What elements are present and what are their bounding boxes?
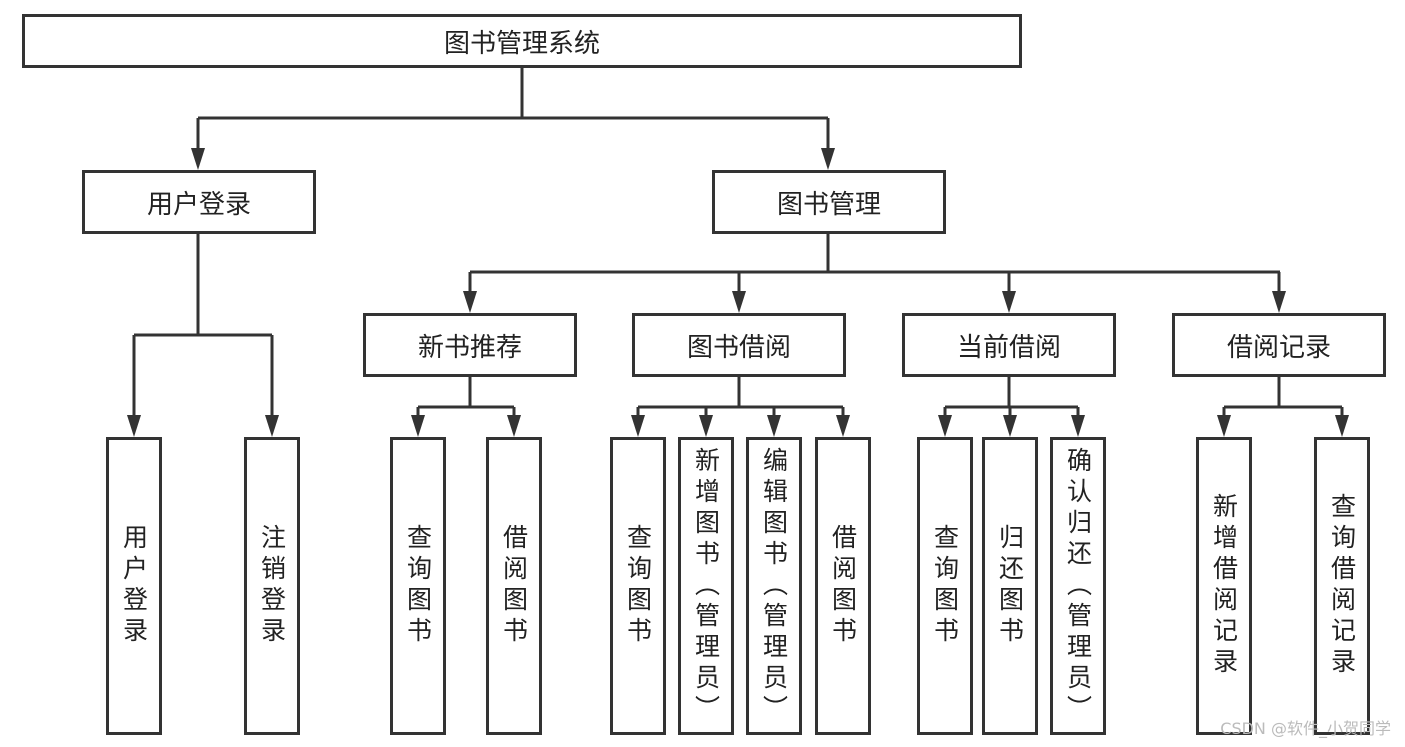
root-node-label: 图书管理系统 xyxy=(443,28,600,59)
leaf-node-box: 借阅图书 xyxy=(486,437,542,735)
leaf-node-label: 借阅图书 xyxy=(499,524,529,648)
arrow-head-icon xyxy=(732,291,746,313)
leaf-node-label: 用户登录 xyxy=(119,524,149,648)
leaf-node-box: 查询图书 xyxy=(390,437,446,735)
arrow-head-icon xyxy=(699,415,713,437)
leaf-node-label: 查询图书 xyxy=(403,524,433,648)
leaf-node-label: 查询图书 xyxy=(930,524,960,648)
module-node-label: 借阅记录 xyxy=(1226,332,1331,363)
arrow-head-icon xyxy=(411,415,425,437)
leaf-node-box: 归还图书 xyxy=(982,437,1038,735)
leaf-node-label: 编辑图书（管理员） xyxy=(759,446,789,726)
module-node-box: 当前借阅 xyxy=(902,313,1116,377)
arrow-head-icon xyxy=(631,415,645,437)
leaf-node-box: 查询图书 xyxy=(610,437,666,735)
arrow-head-icon xyxy=(1071,415,1085,437)
user-login-node-label: 用户登录 xyxy=(146,189,251,220)
arrow-head-icon xyxy=(938,415,952,437)
leaf-node-label: 归还图书 xyxy=(995,524,1025,648)
leaf-node-box: 查询借阅记录 xyxy=(1314,437,1370,735)
user-login-node-box: 用户登录 xyxy=(82,170,316,234)
book-management-node-label: 图书管理 xyxy=(776,189,881,220)
module-node-label: 新书推荐 xyxy=(417,332,522,363)
leaf-node-box: 查询图书 xyxy=(917,437,973,735)
root-node-box: 图书管理系统 xyxy=(22,14,1022,68)
arrow-head-icon xyxy=(507,415,521,437)
arrow-head-icon xyxy=(1003,415,1017,437)
book-management-node-box: 图书管理 xyxy=(712,170,946,234)
arrow-head-icon xyxy=(821,148,835,170)
leaf-node-box: 确认归还（管理员） xyxy=(1050,437,1106,735)
leaf-node-box: 用户登录 xyxy=(106,437,162,735)
arrow-head-icon xyxy=(127,415,141,437)
leaf-node-label: 借阅图书 xyxy=(828,524,858,648)
arrow-head-icon xyxy=(191,148,205,170)
leaf-node-label: 查询图书 xyxy=(623,524,653,648)
leaf-node-label: 查询借阅记录 xyxy=(1327,493,1357,679)
arrow-head-icon xyxy=(1217,415,1231,437)
leaf-node-label: 新增借阅记录 xyxy=(1209,493,1239,679)
arrow-head-icon xyxy=(767,415,781,437)
arrow-head-icon xyxy=(1002,291,1016,313)
module-node-label: 当前借阅 xyxy=(956,332,1061,363)
arrow-head-icon xyxy=(836,415,850,437)
watermark: CSDN @软件_小贺同学 xyxy=(1220,719,1391,738)
leaf-node-label: 新增图书（管理员） xyxy=(691,446,721,726)
leaf-node-label: 注销登录 xyxy=(257,524,287,648)
leaf-node-box: 新增图书（管理员） xyxy=(678,437,734,735)
arrow-head-icon xyxy=(1335,415,1349,437)
arrow-head-icon xyxy=(265,415,279,437)
leaf-node-label: 确认归还（管理员） xyxy=(1063,446,1093,726)
leaf-node-box: 注销登录 xyxy=(244,437,300,735)
leaf-node-box: 编辑图书（管理员） xyxy=(746,437,802,735)
module-node-box: 图书借阅 xyxy=(632,313,846,377)
arrow-head-icon xyxy=(1272,291,1286,313)
module-node-box: 新书推荐 xyxy=(363,313,577,377)
leaf-node-box: 新增借阅记录 xyxy=(1196,437,1252,735)
module-node-label: 图书借阅 xyxy=(686,332,791,363)
module-node-box: 借阅记录 xyxy=(1172,313,1386,377)
leaf-node-box: 借阅图书 xyxy=(815,437,871,735)
arrow-head-icon xyxy=(463,291,477,313)
